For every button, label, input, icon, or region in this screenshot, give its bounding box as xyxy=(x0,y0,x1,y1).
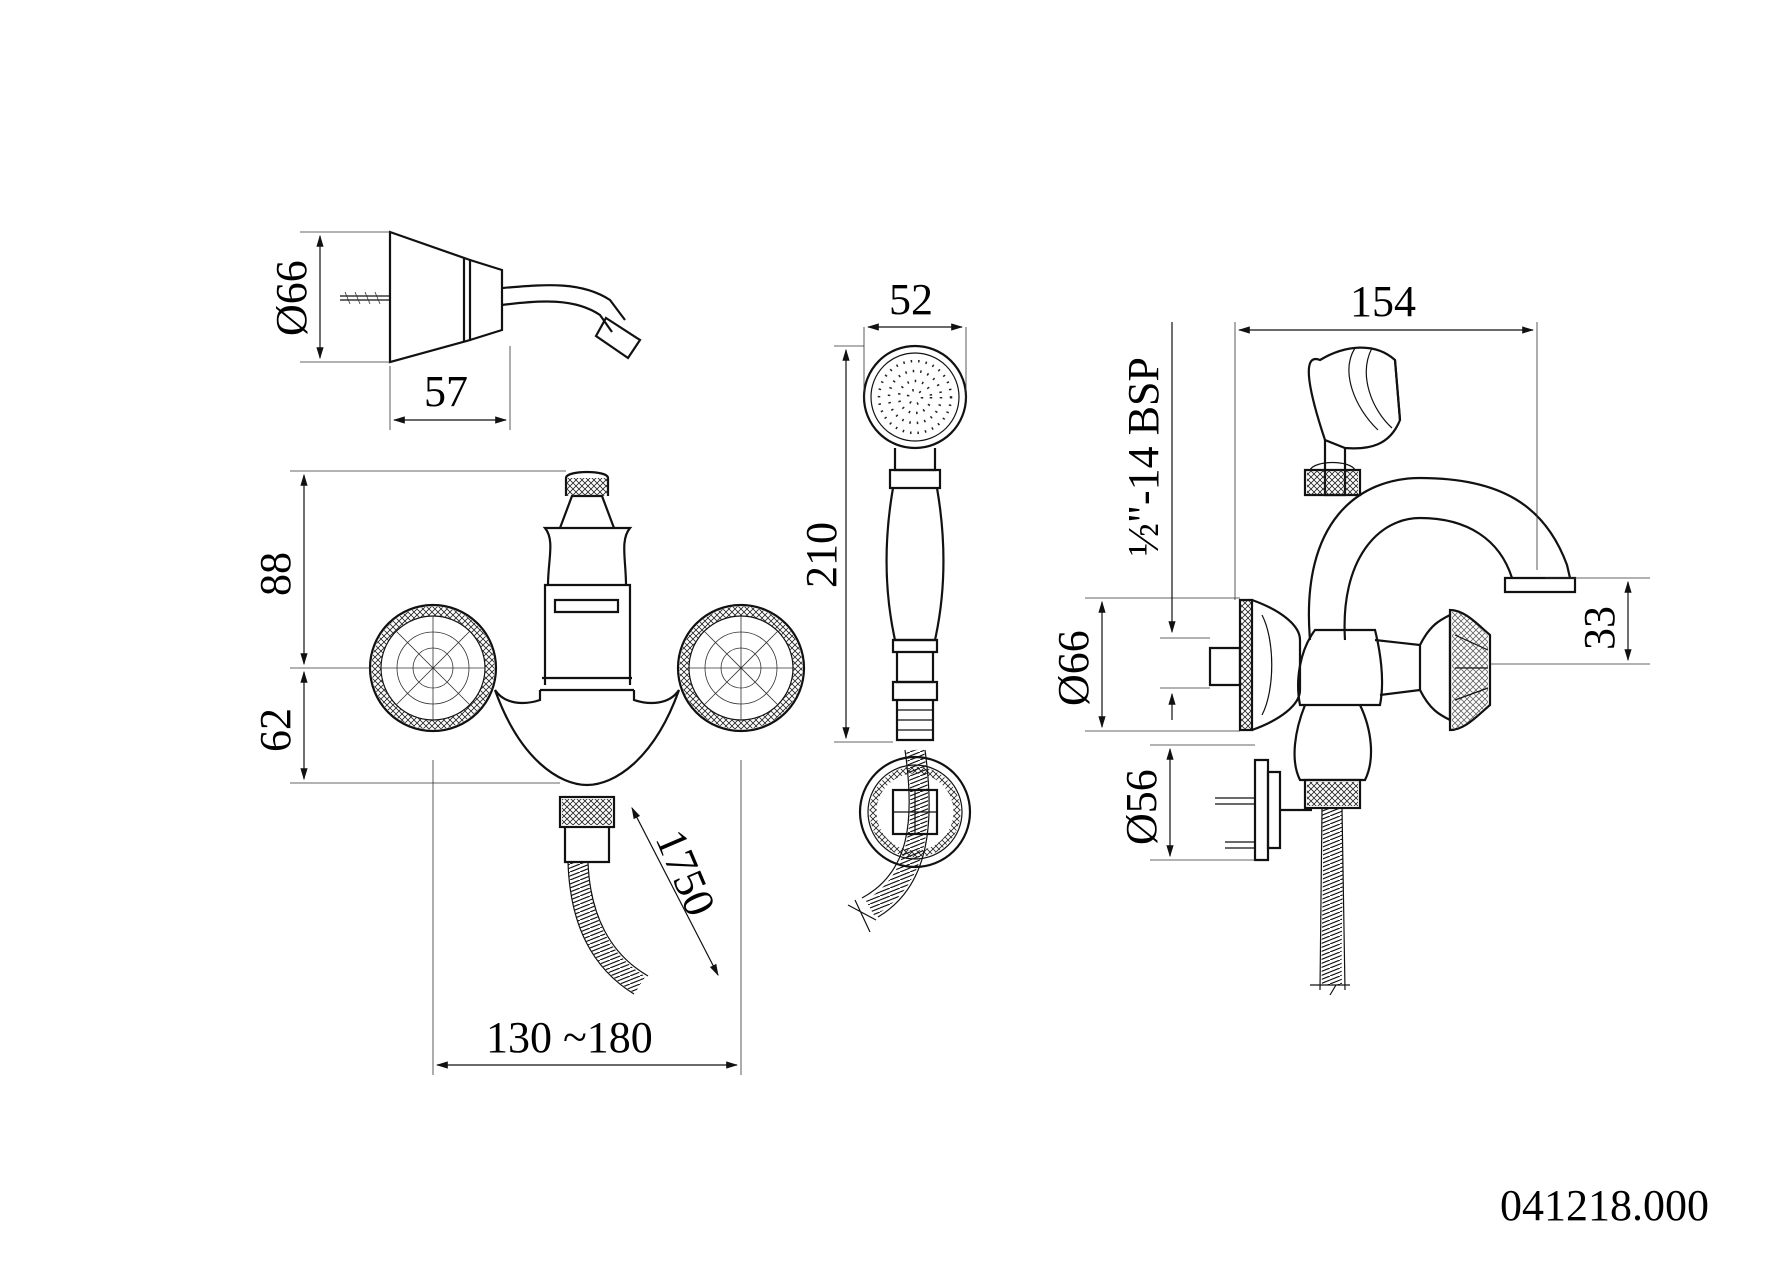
dim-centers-range: 130 ~180 xyxy=(486,1013,653,1062)
mixer-side-view xyxy=(1085,322,1650,996)
dim-bracket-diameter: Ø66 xyxy=(267,260,316,336)
dim-valve-height-lower: 62 xyxy=(251,708,300,752)
hand-shower-view xyxy=(834,323,972,933)
dim-holder-diameter: Ø56 xyxy=(1117,769,1166,845)
mixer-front-view xyxy=(290,470,806,1075)
dim-handshower-length: 210 xyxy=(797,522,846,588)
wall-bracket-view xyxy=(300,230,642,430)
drawing-code: 041218.000 xyxy=(1500,1181,1709,1230)
dim-spout-reach: 154 xyxy=(1350,277,1416,326)
dim-hose-length: 1750 xyxy=(646,823,725,923)
dim-valve-height-upper: 88 xyxy=(251,552,300,596)
dim-handshower-width: 52 xyxy=(889,275,933,324)
dim-flange-diameter: Ø66 xyxy=(1049,630,1098,706)
dim-thread-spec: ½"-14 BSP xyxy=(1119,357,1168,556)
dim-bracket-depth: 57 xyxy=(424,367,468,416)
dim-spout-height: 33 xyxy=(1575,606,1624,650)
